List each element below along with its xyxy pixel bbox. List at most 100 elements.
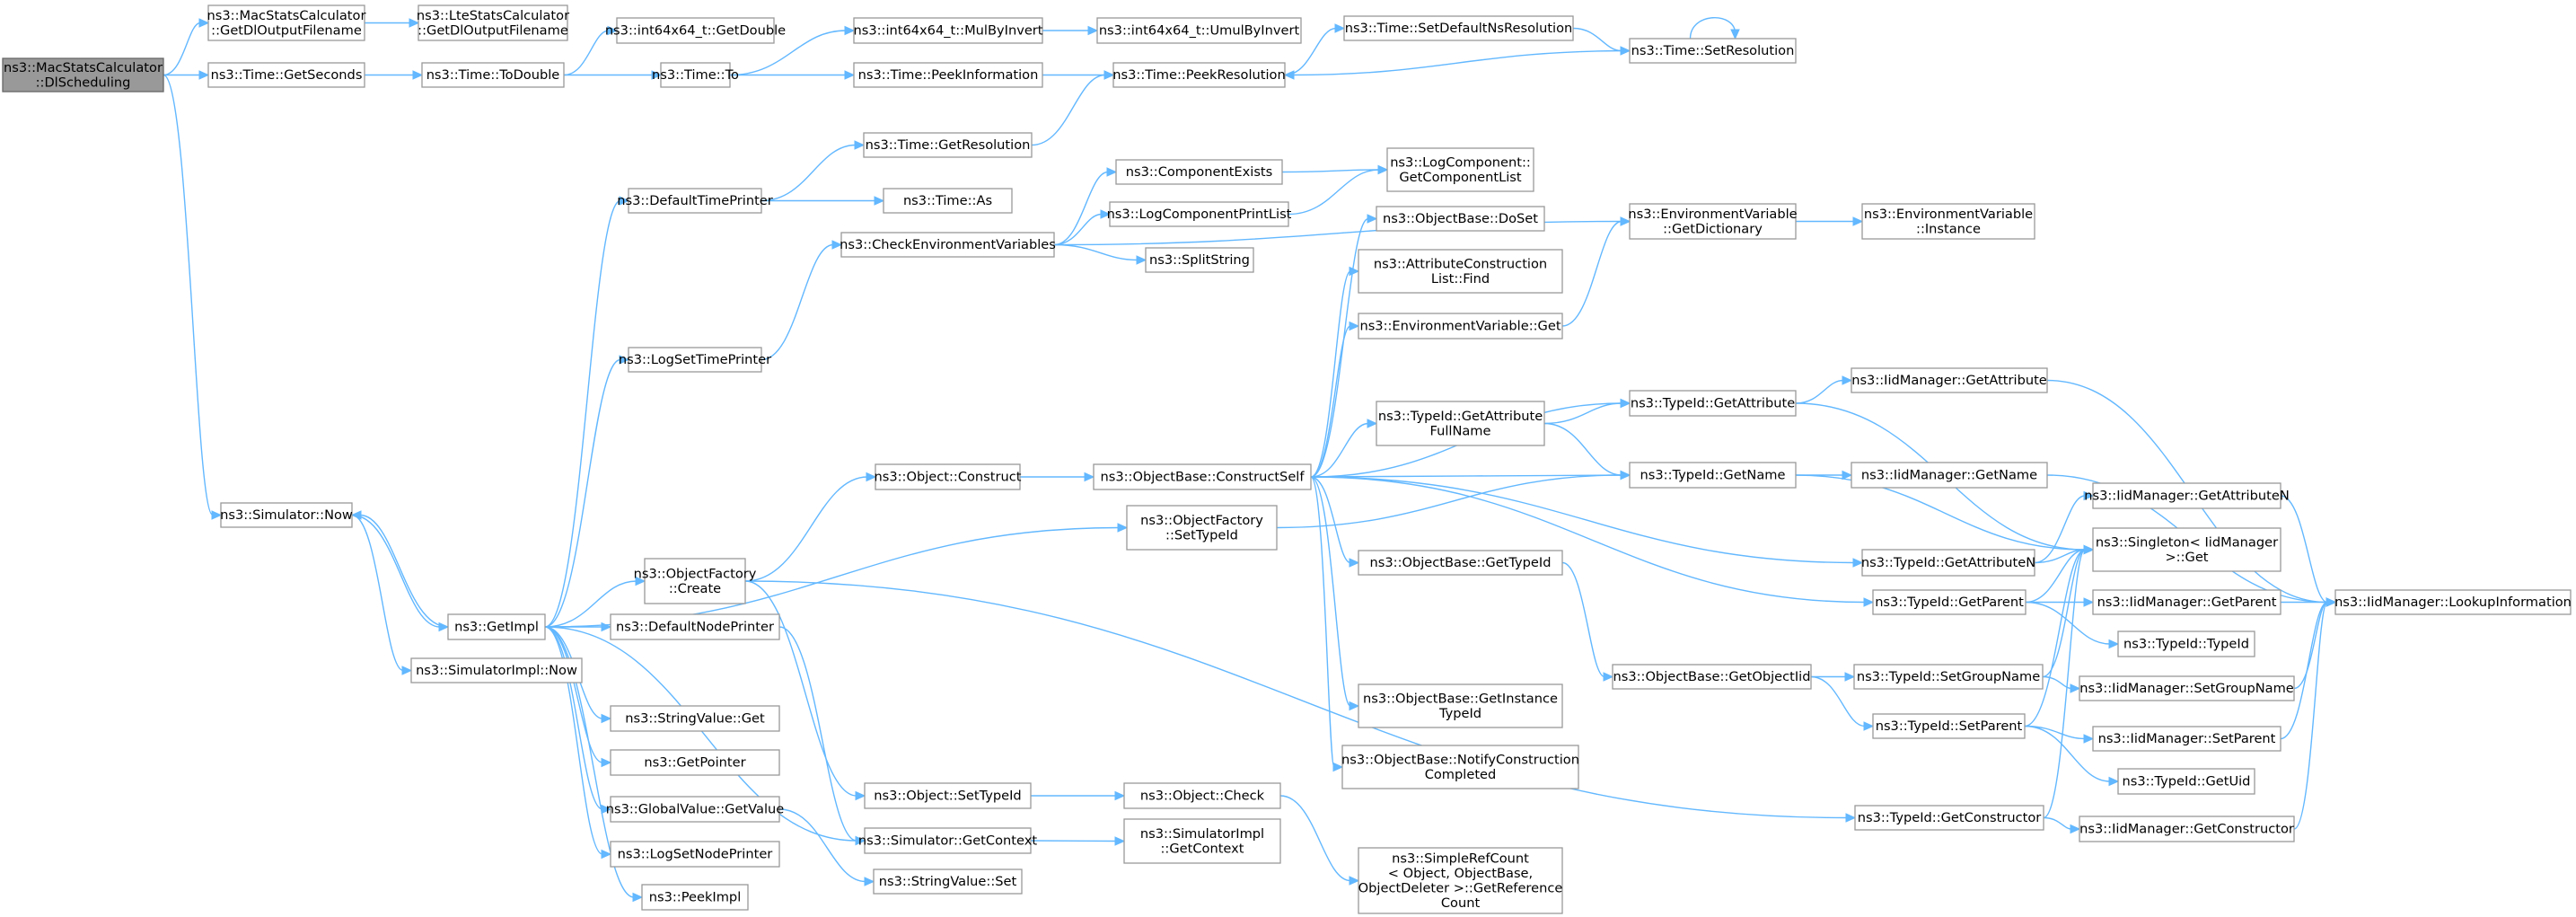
edge-line (2034, 495, 2086, 564)
node-label: ns3::IidManager::SetGroupName (2079, 681, 2294, 696)
graph-node-n12[interactable]: ns3::Time::SetResolution (1629, 38, 1797, 64)
graph-node-n68[interactable]: ns3::PeekImpl (641, 884, 749, 911)
graph-node-n50[interactable]: ns3::IidManager::SetGroupName (2079, 675, 2295, 701)
node-box (1851, 367, 2048, 393)
graph-node-n60[interactable]: ns3::GlobalValue::GetValue (606, 796, 785, 823)
graph-node-n13[interactable]: ns3::Simulator::Now (220, 502, 353, 528)
graph-node-n41[interactable]: ns3::TypeId::GetAttributeN (1861, 549, 2035, 577)
graph-node-n22[interactable]: ns3::LogComponentPrintList (1107, 201, 1292, 227)
graph-node-n0[interactable]: ns3::MacStatsCalculator::DlScheduling (2, 57, 164, 93)
graph-node-n55[interactable]: ns3::GetPointer (610, 749, 780, 776)
graph-node-n4[interactable]: ns3::Time::ToDouble (421, 62, 565, 88)
node-label: ns3::IidManager::LookupInformation (2334, 595, 2572, 610)
node-label: ns3::Time::GetSeconds (211, 67, 363, 83)
graph-node-n16[interactable]: ns3::Time::GetResolution (863, 132, 1033, 158)
graph-node-n6[interactable]: ns3::Time::To (652, 62, 739, 88)
node-box (628, 188, 762, 214)
graph-node-n10[interactable]: ns3::Time::PeekResolution (1112, 62, 1286, 88)
graph-node-n56[interactable]: ns3::ObjectBase::NotifyConstructionCompl… (1341, 745, 1579, 789)
edge-line (1310, 476, 1335, 768)
edge-arrowhead (1114, 790, 1126, 801)
graph-node-n61[interactable]: ns3::TypeId::GetConstructor (1854, 805, 2044, 831)
graph-node-n47[interactable]: ns3::ObjectBase::GetTypeId (1358, 550, 1563, 576)
graph-node-n14[interactable]: ns3::GetImpl (447, 613, 546, 640)
node-label: TypeId (1438, 706, 1481, 721)
graph-node-n67[interactable]: ns3::SimpleRefCount< Object, ObjectBase,… (1358, 847, 1563, 914)
graph-node-n21[interactable]: ns3::ComponentExists (1115, 159, 1283, 185)
graph-node-n18[interactable]: ns3::Time::As (883, 188, 1013, 214)
graph-node-n31[interactable]: ns3::ObjectBase::ConstructSelf (1093, 463, 1312, 490)
edge-arrowhead (412, 70, 424, 80)
edge-line (778, 808, 866, 883)
graph-node-n33[interactable]: ns3::TypeId::GetAttribute (1629, 390, 1797, 417)
graph-node-n30[interactable]: ns3::Object::Construct (874, 463, 1022, 490)
edge-line (744, 580, 1848, 819)
edge-line (1053, 213, 1103, 246)
graph-node-n34[interactable]: ns3::IidManager::GetAttribute (1851, 367, 2048, 393)
edge-n31-n43 (1310, 476, 1875, 607)
graph-node-n52[interactable]: ns3::TypeId::SetParent (1872, 713, 2026, 739)
graph-node-n64[interactable]: ns3::SimulatorImpl::GetContext (1123, 818, 1281, 864)
graph-node-n7[interactable]: ns3::int64x64_t::MulByInvert (853, 17, 1043, 44)
graph-node-n3[interactable]: ns3::Time::GetSeconds (207, 62, 365, 88)
graph-node-n42[interactable]: ns3::IidManager::LookupInformation (2334, 589, 2572, 615)
edge-n14-n65 (544, 626, 612, 860)
graph-node-n49[interactable]: ns3::TypeId::SetGroupName (1853, 664, 2044, 690)
graph-node-n8[interactable]: ns3::int64x64_t::UmulByInvert (1096, 17, 1302, 44)
graph-node-n54[interactable]: ns3::StringValue::Get (610, 705, 780, 732)
edge-line (2280, 495, 2328, 604)
node-label: ns3::GetPointer (644, 755, 745, 771)
graph-node-n63[interactable]: ns3::Simulator::GetContext (858, 827, 1037, 854)
graph-node-n39[interactable]: ns3::IidManager::GetAttributeN (2084, 482, 2290, 509)
graph-node-n5[interactable]: ns3::int64x64_t::GetDouble (605, 17, 786, 44)
graph-node-n1[interactable]: ns3::MacStatsCalculator::GetDlOutputFile… (207, 4, 366, 41)
edge-arrowhead (844, 25, 856, 36)
graph-node-n23[interactable]: ns3::LogComponent::GetComponentList (1386, 147, 1534, 192)
graph-node-n59[interactable]: ns3::Object::Check (1123, 782, 1281, 809)
graph-node-n37[interactable]: ns3::ObjectFactory::SetTypeId (1126, 505, 1278, 551)
graph-node-n65[interactable]: ns3::LogSetNodePrinter (610, 841, 780, 868)
graph-node-n17[interactable]: ns3::DefaultTimePrinter (617, 188, 773, 214)
edge-line (1795, 379, 1844, 404)
graph-node-n11[interactable]: ns3::Time::SetDefaultNsResolution (1343, 15, 1574, 41)
graph-node-n19[interactable]: ns3::LogSetTimePrinter (619, 347, 771, 373)
graph-node-n15[interactable]: ns3::SimulatorImpl::Now (410, 657, 583, 683)
graph-node-n48[interactable]: ns3::ObjectBase::GetObjectIid (1612, 664, 1812, 690)
edge-arrowhead (1842, 470, 1853, 481)
node-label: ::GetDictionary (1663, 221, 1763, 236)
graph-node-n57[interactable]: ns3::TypeId::GetUid (2117, 768, 2255, 795)
edge-line (2293, 601, 2328, 690)
graph-node-n53[interactable]: ns3::IidManager::SetParent (2092, 726, 2281, 752)
graph-node-n58[interactable]: ns3::Object::SetTypeId (864, 782, 1032, 809)
edge-line (760, 243, 834, 361)
edge-n12-n12 (1689, 17, 1740, 40)
graph-node-n29[interactable]: ns3::EnvironmentVariable::Get (1358, 313, 1563, 339)
graph-node-n24[interactable]: ns3::SplitString (1145, 247, 1254, 273)
edge-arrowhead (1136, 255, 1147, 265)
graph-node-n44[interactable]: ns3::IidManager::GetParent (2092, 589, 2281, 615)
graph-node-n2[interactable]: ns3::LteStatsCalculator::GetDlOutputFile… (417, 4, 569, 41)
graph-node-n40[interactable]: ns3::Singleton< IidManager>::Get (2092, 527, 2281, 572)
graph-node-n45[interactable]: ns3::TypeId::TypeId (2117, 630, 2255, 657)
graph-node-n46[interactable]: ns3::DefaultNodePrinter (610, 613, 780, 640)
graph-node-n20[interactable]: ns3::CheckEnvironmentVariables (840, 232, 1056, 258)
graph-node-n66[interactable]: ns3::StringValue::Set (873, 869, 1023, 895)
graph-node-n9[interactable]: ns3::Time::PeekInformation (853, 62, 1043, 88)
graph-node-n38[interactable]: ns3::ObjectFactory::Create (634, 558, 757, 604)
graph-node-n43[interactable]: ns3::TypeId::GetParent (1872, 589, 2027, 615)
node-box (220, 502, 353, 528)
edge-n60-n66 (778, 808, 875, 886)
graph-node-n62[interactable]: ns3::IidManager::GetConstructor (2079, 816, 2295, 842)
graph-node-n25[interactable]: ns3::EnvironmentVariable::GetDictionary (1628, 203, 1798, 240)
edge-arrowhead (1842, 375, 1853, 385)
graph-node-n27[interactable]: ns3::ObjectBase::DoSet (1376, 206, 1545, 232)
graph-node-n36[interactable]: ns3::IidManager::GetName (1851, 462, 2048, 489)
graph-node-n35[interactable]: ns3::TypeId::GetName (1629, 462, 1797, 489)
edge-n49-n50 (2042, 675, 2081, 693)
graph-node-n26[interactable]: ns3::EnvironmentVariable::Instance (1861, 203, 2035, 240)
node-box (1629, 38, 1797, 64)
node-label: ns3::int64x64_t::GetDouble (605, 23, 786, 39)
